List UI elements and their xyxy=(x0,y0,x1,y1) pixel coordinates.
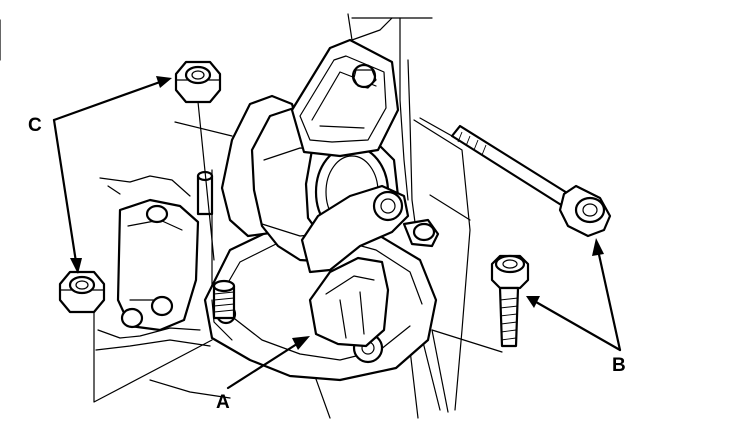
bracket-stud-top xyxy=(145,204,169,224)
nut-c-upper-icon xyxy=(174,60,222,104)
side-link-bracket xyxy=(300,184,440,274)
bracket-stud-bottom xyxy=(120,307,144,329)
base-studs xyxy=(196,170,236,320)
lower-front-bracket xyxy=(308,256,390,348)
nut-c-lower-icon xyxy=(58,270,106,314)
label-c: C xyxy=(28,115,42,136)
upper-bracket xyxy=(290,38,400,158)
left-bracket xyxy=(116,198,200,332)
alignment-lines xyxy=(93,101,503,403)
side-link-bushing xyxy=(372,190,404,222)
callout-labels: C B A xyxy=(28,115,626,413)
bracket-stud-mid xyxy=(150,295,174,317)
label-a: A xyxy=(216,392,230,413)
bolt-b-short-icon xyxy=(490,254,530,348)
callout-arrows xyxy=(52,76,622,390)
bolt-b-long-icon xyxy=(450,124,612,238)
label-b: B xyxy=(612,355,626,376)
